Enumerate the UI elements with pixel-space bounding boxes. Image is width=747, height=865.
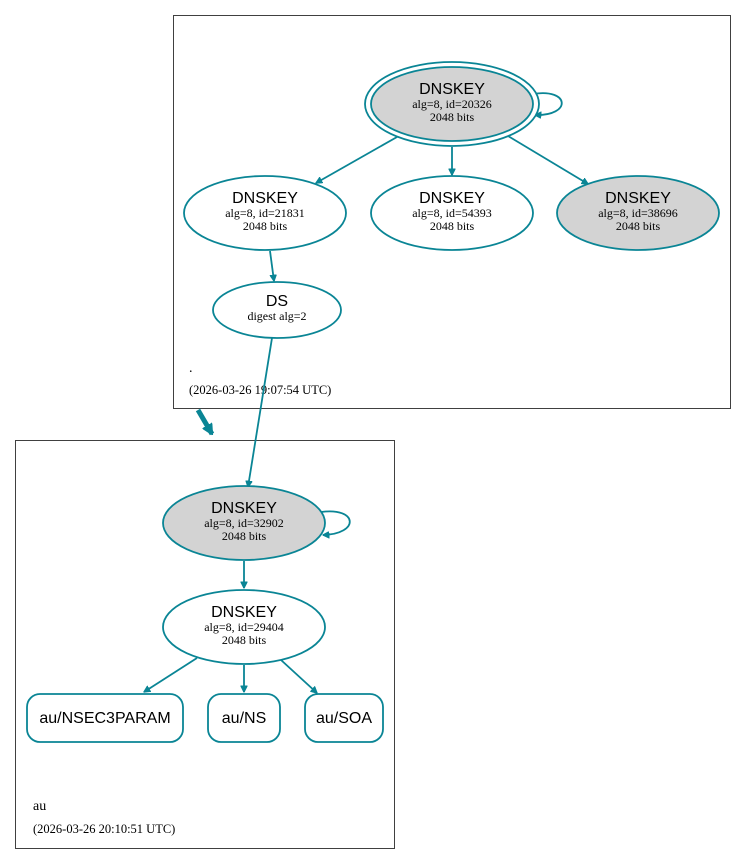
node-bits: 2048 bits [222, 529, 267, 543]
au-zone-timestamp: (2026-03-26 20:10:51 UTC) [33, 822, 175, 836]
rrset-label: au/NSEC3PARAM [39, 710, 170, 727]
root-zone-timestamp: (2026-03-26 19:07:54 UTC) [189, 383, 331, 397]
edge-root-ksk-self [532, 92, 563, 115]
node-detail: alg=8, id=21831 [225, 206, 305, 220]
node-detail: digest alg=2 [247, 309, 306, 323]
au-zone-name: au [33, 799, 46, 814]
node-detail: alg=8, id=20326 [412, 97, 492, 111]
node-ds[interactable]: DS digest alg=2 [212, 281, 342, 339]
node-bits: 2048 bits [243, 219, 288, 233]
edges [144, 92, 588, 693]
node-bits: 2048 bits [430, 219, 475, 233]
node-title: DNSKEY [419, 81, 485, 98]
node-detail: alg=8, id=32902 [204, 516, 284, 530]
node-bits: 2048 bits [222, 633, 267, 647]
root-zone-cluster: . (2026-03-26 19:07:54 UTC) [173, 15, 731, 409]
root-zone-border [173, 15, 731, 409]
node-rrset-soa[interactable]: au/SOA [304, 693, 384, 743]
node-root-zsk-21831[interactable]: DNSKEY alg=8, id=21831 2048 bits [183, 175, 347, 251]
node-rrset-nsec3param[interactable]: au/NSEC3PARAM [26, 693, 184, 743]
root-zone-name: . [189, 361, 193, 376]
node-title: DS [266, 293, 288, 310]
edge-au-ksk-self [320, 510, 351, 535]
rrset-label: au/NS [222, 710, 266, 727]
node-detail: alg=8, id=54393 [412, 206, 492, 220]
node-bits: 2048 bits [430, 110, 475, 124]
node-title: DNSKEY [232, 190, 298, 207]
node-root-ksk[interactable]: DNSKEY alg=8, id=20326 2048 bits [364, 61, 540, 147]
node-root-zsk-54393[interactable]: DNSKEY alg=8, id=54393 2048 bits [370, 175, 534, 251]
au-zone-cluster: au (2026-03-26 20:10:51 UTC) [15, 440, 395, 849]
node-title: DNSKEY [419, 190, 485, 207]
node-title: DNSKEY [211, 604, 277, 621]
edge-root-ksk-to-38696 [507, 135, 588, 185]
edge-au-zsk-to-nsec3param [144, 657, 198, 692]
edge-21831-to-ds [269, 250, 274, 281]
node-bits: 2048 bits [616, 219, 661, 233]
edge-ds-to-au-ksk [248, 337, 273, 487]
node-detail: alg=8, id=38696 [598, 206, 678, 220]
edge-delegation [195, 408, 215, 434]
au-zone-border [15, 440, 395, 849]
node-title: DNSKEY [211, 500, 277, 517]
node-root-key-38696[interactable]: DNSKEY alg=8, id=38696 2048 bits [556, 175, 720, 251]
edge-root-ksk-to-21831 [316, 136, 398, 184]
rrset-label: au/SOA [316, 710, 372, 727]
node-au-ksk[interactable]: DNSKEY alg=8, id=32902 2048 bits [162, 485, 326, 561]
edge-au-zsk-to-soa [280, 659, 317, 693]
node-au-zsk[interactable]: DNSKEY alg=8, id=29404 2048 bits [162, 589, 326, 665]
node-title: DNSKEY [605, 190, 671, 207]
node-rrset-ns[interactable]: au/NS [207, 693, 281, 743]
node-detail: alg=8, id=29404 [204, 620, 284, 634]
